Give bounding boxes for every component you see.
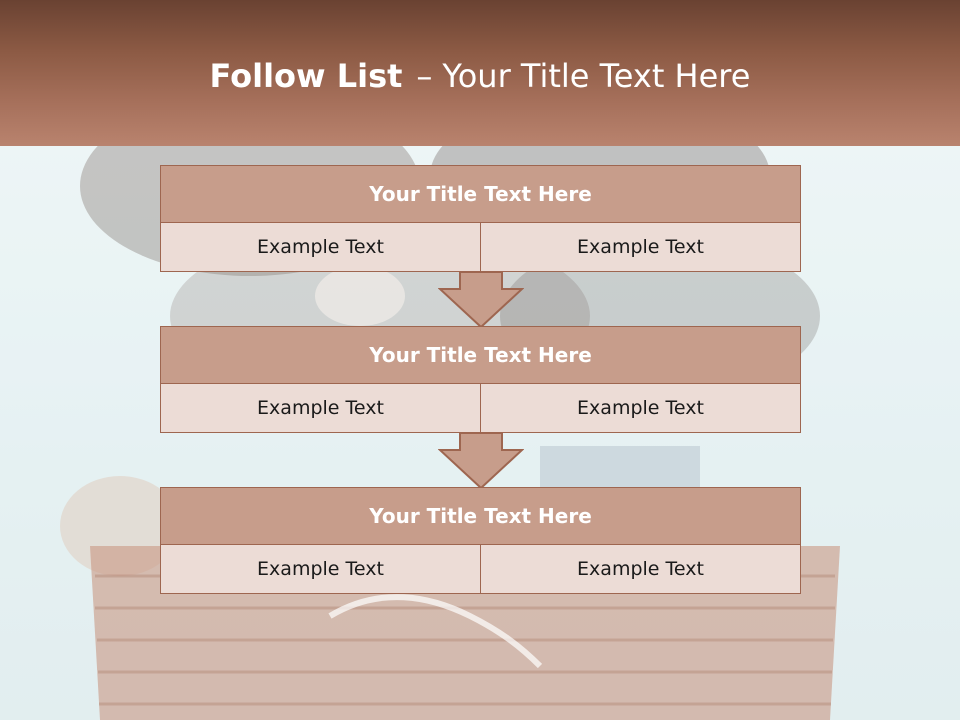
down-arrow-icon: [438, 432, 524, 490]
basket-ribbon: [328, 594, 543, 669]
step-title-2: Your Title Text Here: [160, 326, 801, 384]
puppy-muzzle: [315, 266, 405, 326]
slide-title-rest: Your Title Text Here: [442, 57, 751, 95]
slide-title-dash: –: [416, 57, 433, 95]
step-3-cell-left: Example Text: [160, 544, 481, 594]
slide-title: Follow List–Your Title Text Here: [0, 56, 960, 96]
step-1-cell-right: Example Text: [480, 222, 801, 272]
down-arrow-icon: [438, 271, 524, 329]
step-1-cell-left: Example Text: [160, 222, 481, 272]
step-2-cell-right: Example Text: [480, 383, 801, 433]
step-title-3: Your Title Text Here: [160, 487, 801, 545]
step-2-cell-left: Example Text: [160, 383, 481, 433]
step-3-cell-right: Example Text: [480, 544, 801, 594]
step-title-1: Your Title Text Here: [160, 165, 801, 223]
title-bar: Follow List–Your Title Text Here: [0, 0, 960, 146]
slide-title-bold: Follow List: [209, 57, 403, 95]
